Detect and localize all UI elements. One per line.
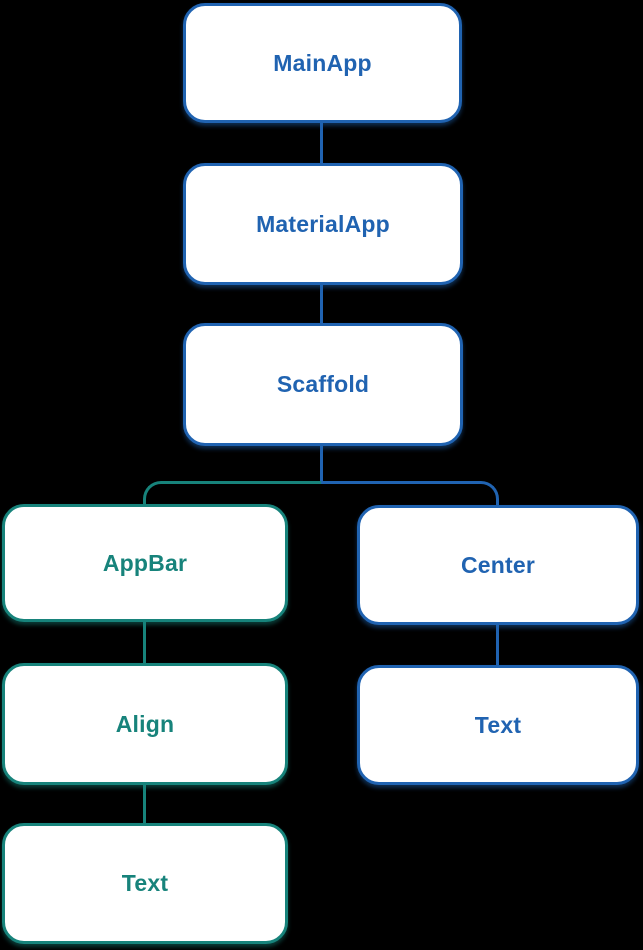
node-text-left-label: Text <box>121 870 169 896</box>
edge-align-text <box>143 784 146 823</box>
edge-center-text <box>496 624 499 665</box>
edge-scaffold-stem <box>320 446 323 482</box>
edge-scaffold-appbar <box>143 481 321 504</box>
node-align: Align <box>2 663 288 785</box>
node-center: Center <box>357 505 639 625</box>
node-text-right: Text <box>357 665 639 785</box>
node-scaffold: Scaffold <box>183 323 463 446</box>
node-material-app-label: MaterialApp <box>256 210 390 237</box>
node-text-right-label: Text <box>474 711 522 738</box>
node-app-bar: AppBar <box>2 504 288 622</box>
node-app-bar-label: AppBar <box>102 549 188 576</box>
edge-materialapp-scaffold <box>320 285 323 323</box>
node-text-left: Text <box>2 823 288 944</box>
edge-scaffold-center <box>321 481 499 505</box>
node-main-app: MainApp <box>183 3 462 123</box>
node-material-app: MaterialApp <box>183 163 463 285</box>
node-main-app-label: MainApp <box>273 49 372 76</box>
edge-mainapp-materialapp <box>320 123 323 163</box>
edge-appbar-align <box>143 621 146 663</box>
node-center-label: Center <box>460 551 536 578</box>
node-align-label: Align <box>115 710 175 737</box>
node-scaffold-label: Scaffold <box>276 371 370 397</box>
